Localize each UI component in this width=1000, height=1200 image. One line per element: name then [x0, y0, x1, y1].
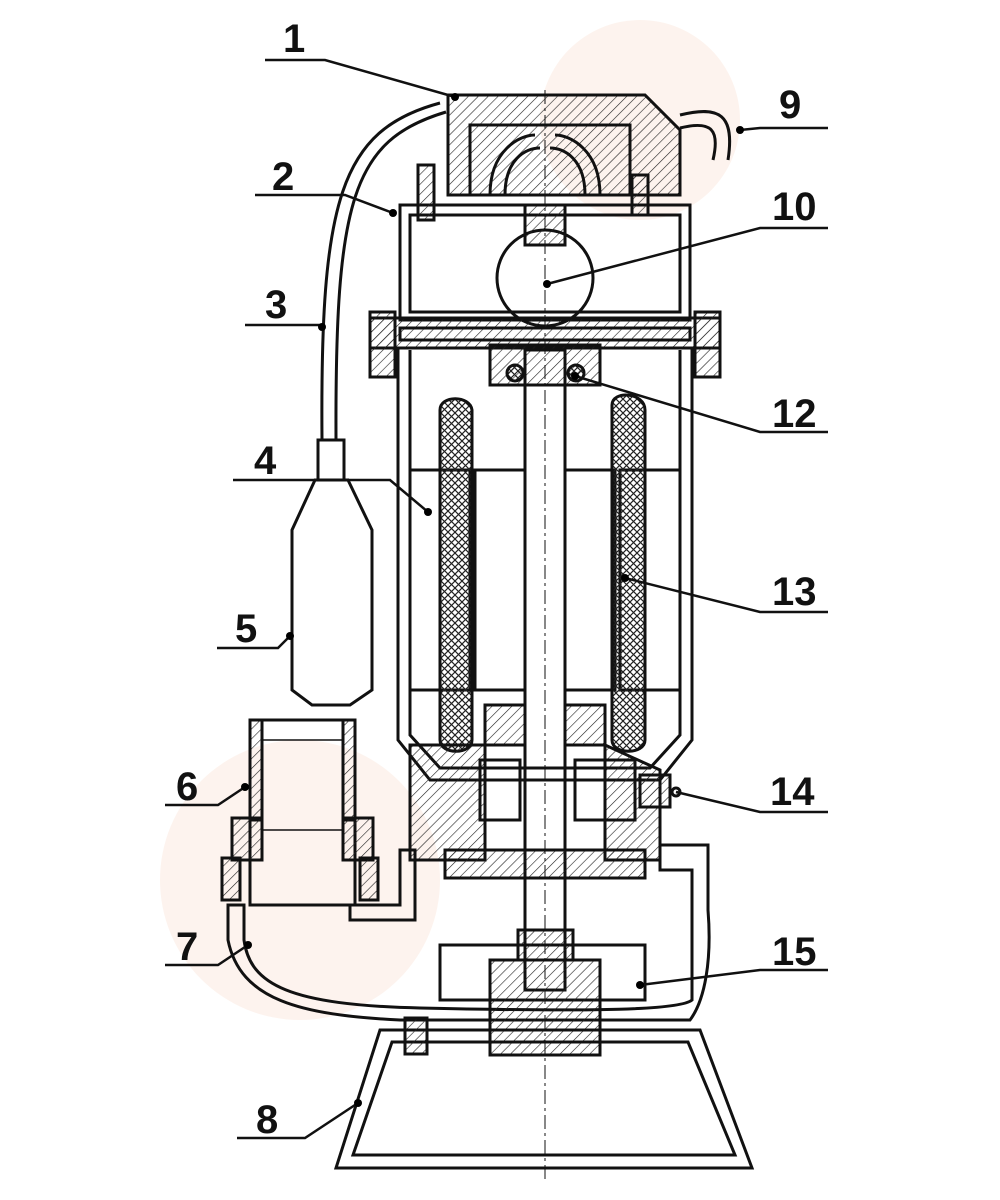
svg-text:5: 5 — [235, 607, 257, 651]
callout-15: 15 — [636, 930, 828, 989]
callout-14: 14 — [675, 770, 828, 814]
callout-3: 3 — [245, 283, 326, 331]
top-cover — [446, 93, 682, 197]
callout-12: 12 — [571, 372, 828, 436]
svg-text:15: 15 — [772, 930, 817, 974]
svg-text:4: 4 — [254, 439, 277, 483]
float-switch-chamber — [495, 203, 595, 328]
outlet-connector — [220, 718, 380, 907]
volute-casing — [226, 843, 711, 1022]
callout-6: 6 — [165, 765, 249, 809]
svg-text:8: 8 — [256, 1098, 278, 1142]
impeller — [438, 928, 647, 1057]
callout-13: 13 — [621, 570, 828, 614]
callout-7: 7 — [165, 925, 252, 969]
svg-text:2: 2 — [272, 155, 294, 199]
svg-text:1: 1 — [283, 17, 305, 61]
callout-4: 4 — [233, 439, 432, 516]
drain-bolt — [638, 773, 682, 809]
callout-10: 10 — [543, 185, 828, 288]
svg-text:6: 6 — [176, 765, 198, 809]
flange — [368, 310, 722, 379]
svg-text:10: 10 — [772, 185, 817, 229]
callout-5: 5 — [217, 607, 294, 651]
svg-text:9: 9 — [779, 83, 801, 127]
callout-8: 8 — [237, 1098, 362, 1142]
svg-text:3: 3 — [265, 283, 287, 327]
callouts: 1 2 3 4 5 6 7 8 — [165, 17, 828, 1142]
callout-9: 9 — [736, 83, 828, 134]
callout-1: 1 — [265, 17, 459, 101]
callout-2: 2 — [255, 155, 397, 217]
base-stand — [333, 1016, 755, 1170]
svg-text:14: 14 — [770, 770, 815, 814]
svg-text:7: 7 — [176, 925, 198, 969]
svg-text:13: 13 — [772, 570, 817, 614]
motor-body — [396, 348, 694, 992]
svg-text:12: 12 — [772, 392, 817, 436]
seal-housing — [408, 742, 662, 880]
power-cable — [679, 110, 732, 161]
